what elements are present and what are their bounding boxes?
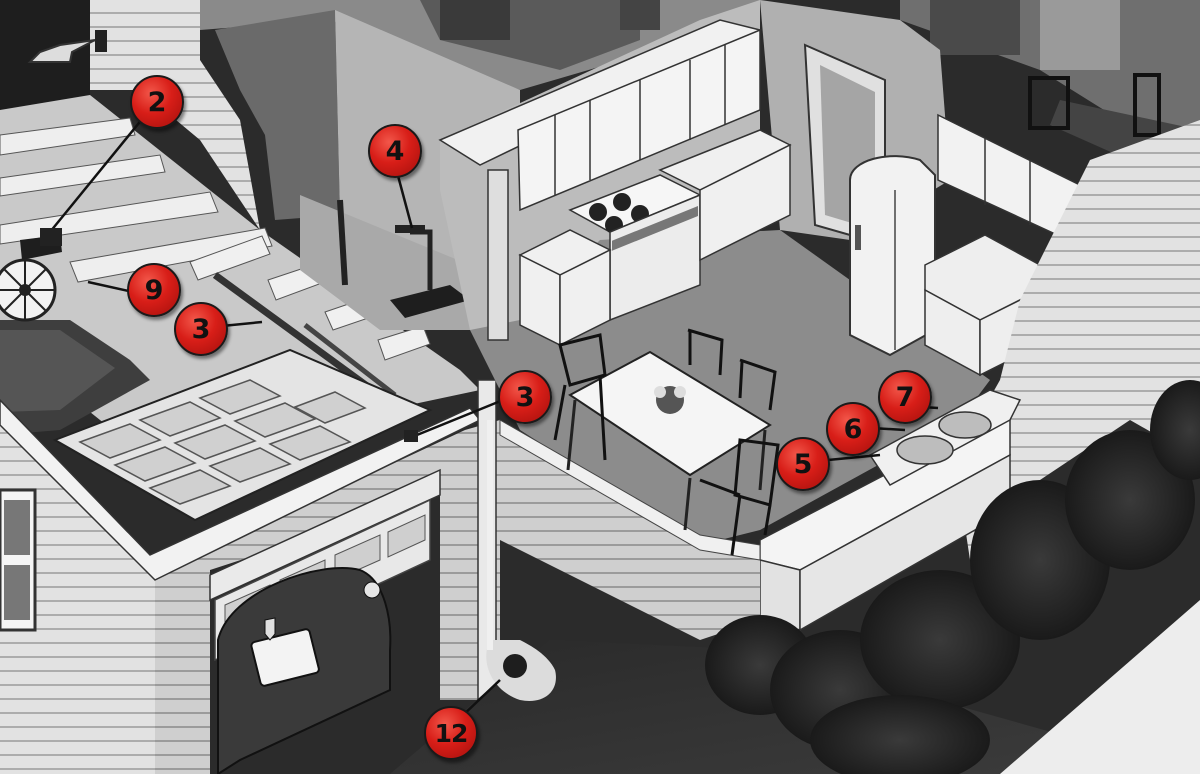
kitchen-range	[568, 174, 702, 322]
garage-interior-wall	[215, 10, 340, 220]
garage-door-panels	[52, 348, 433, 522]
garage-car-upper	[0, 320, 150, 435]
leader-lines	[40, 117, 939, 719]
callout-12[interactable]: 12	[424, 706, 478, 760]
right-exterior-wall	[955, 120, 1200, 560]
exterior-light	[27, 30, 107, 63]
dining-chairs	[553, 328, 780, 556]
lawn	[1000, 600, 1200, 774]
upper-room	[200, 0, 1200, 175]
garage-car	[217, 567, 392, 774]
callout-2[interactable]: 2	[130, 75, 184, 129]
callout-4[interactable]: 4	[368, 124, 422, 178]
utility-room	[300, 195, 470, 330]
callout-3-garage[interactable]: 3	[174, 302, 228, 356]
sink-counter	[759, 389, 1022, 632]
callout-5[interactable]: 5	[776, 437, 830, 491]
callout-9[interactable]: 9	[127, 263, 181, 317]
refrigerator	[849, 155, 936, 357]
dining-table	[566, 350, 772, 531]
callout-7[interactable]: 7	[878, 370, 932, 424]
callout-6[interactable]: 6	[826, 402, 880, 456]
shrubbery	[705, 380, 1200, 774]
garage-fan-unit	[0, 235, 62, 322]
callout-3-post[interactable]: 3	[498, 370, 552, 424]
upper-cabinets	[517, 28, 761, 212]
